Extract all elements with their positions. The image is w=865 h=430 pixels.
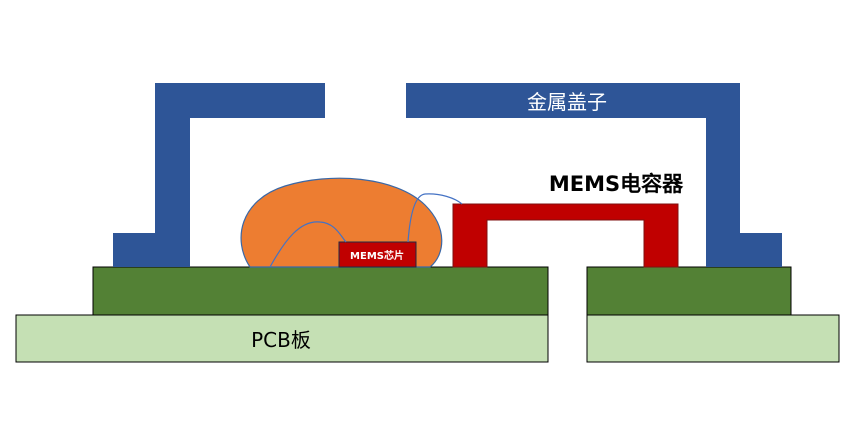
pcb-label: PCB板	[251, 328, 311, 352]
mems-capacitor	[452, 203, 679, 268]
mems-capacitor-label: MEMS电容器	[549, 172, 684, 196]
metal-cap-left	[113, 83, 325, 267]
metal-cap-right	[406, 83, 782, 267]
metal-cap-label: 金属盖子	[527, 90, 607, 114]
pcb-board-right	[586, 314, 840, 363]
mems-chip	[338, 241, 417, 268]
substrate-right	[586, 266, 792, 316]
bond-wire-left	[269, 221, 347, 268]
mems-chip-label: MEMS芯片	[350, 249, 404, 262]
pcb-board-left	[15, 314, 549, 363]
substrate-left	[92, 266, 549, 316]
bond-wire-right	[407, 193, 463, 243]
